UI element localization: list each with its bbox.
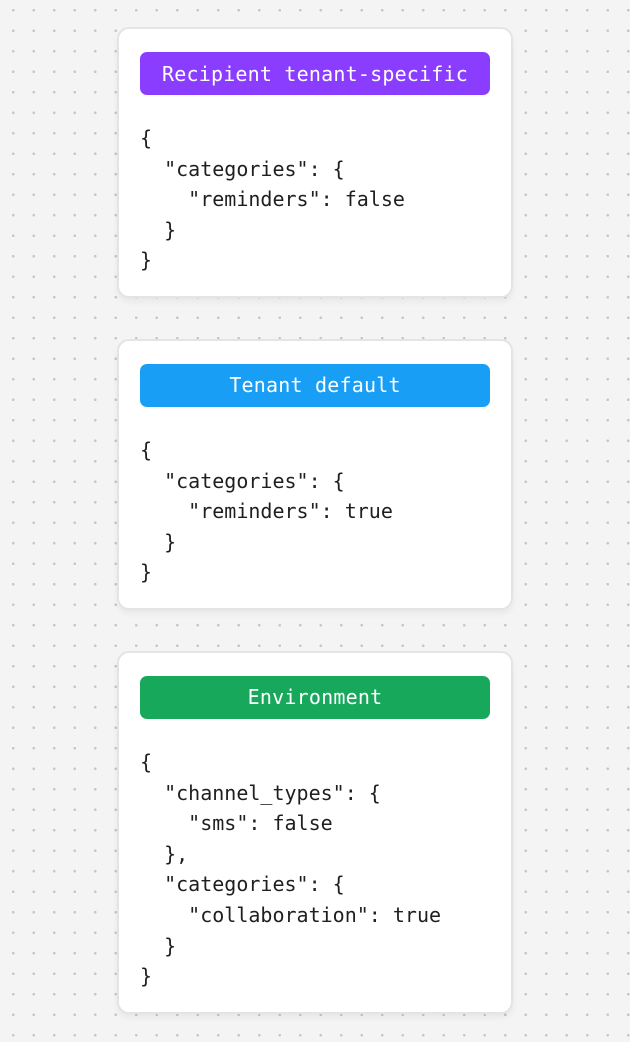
card-environment: Environment { "channel_types": { "sms": … [117,650,513,1014]
card-stack: Recipient tenant-specific { "categories"… [117,27,513,1014]
recipient-tenant-specific-badge: Recipient tenant-specific [140,52,490,95]
card-tenant-default: Tenant default { "categories": { "remind… [117,338,513,610]
environment-code: { "channel_types": { "sms": false }, "ca… [140,749,442,989]
card-recipient-tenant-specific: Recipient tenant-specific { "categories"… [117,27,513,298]
tenant-default-code: { "categories": { "reminders": true } } [140,437,393,585]
tenant-default-badge: Tenant default [140,363,490,407]
environment-badge: Environment [140,675,490,719]
recipient-tenant-specific-code: { "categories": { "reminders": false } } [140,126,405,273]
